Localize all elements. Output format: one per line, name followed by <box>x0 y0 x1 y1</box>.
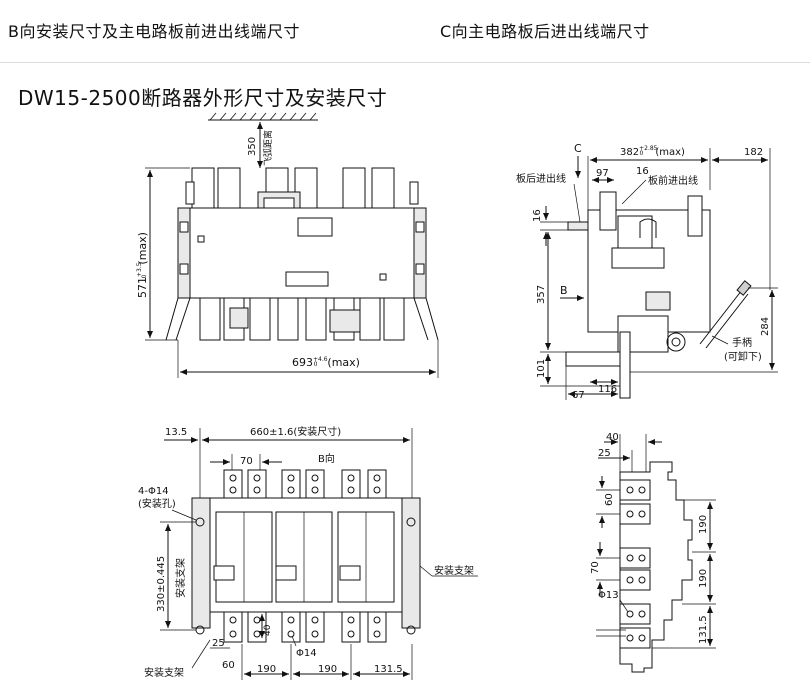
front-connection-label: 板前进出线 <box>648 174 698 187</box>
rear-connection-label: 板后进出线 <box>516 172 566 185</box>
cview-d40: 40 <box>606 432 619 443</box>
cview-d190a: 190 <box>698 515 709 534</box>
header-right-title: C向主电路板后进出线端尺寸 <box>440 22 650 41</box>
arc-distance-value: 350 <box>247 137 258 156</box>
cview-d60: 60 <box>604 493 615 506</box>
bview-d190b: 190 <box>318 664 337 675</box>
handle-note: (可卸下) <box>724 350 762 363</box>
bview-d40: 40 <box>263 624 273 636</box>
arc-distance-label: 飞弧距离 <box>262 130 274 166</box>
bottom-terminals <box>223 611 387 643</box>
bview-d190a: 190 <box>257 664 276 675</box>
b-direction-title: B向 <box>318 452 335 465</box>
side-d16-left: 16 <box>532 209 543 222</box>
header-bar: B向安装尺寸及主电路板前进出线端尺寸 C向主电路板后进出线端尺寸 <box>0 0 810 63</box>
c-direction-label: C <box>574 142 582 155</box>
side-d67: 67 <box>572 390 585 401</box>
front-view: 350 飞弧距离 <box>136 112 439 378</box>
side-d284: 284 <box>760 317 771 336</box>
bview-d70: 70 <box>240 456 253 467</box>
cview-d70: 70 <box>590 561 601 574</box>
bview-vert-note: 安装支架 <box>174 558 187 598</box>
bview-d25: 25 <box>212 638 225 649</box>
side-d357: 357 <box>536 285 547 304</box>
cview-d131-5: 131.5 <box>698 615 709 644</box>
handle-label: 手柄 <box>732 336 752 349</box>
side-d116: 116 <box>598 384 617 395</box>
bview-mount-width: 660±1.6(安装尺寸) <box>250 425 341 438</box>
b-direction-label: B <box>560 284 568 297</box>
page-title: DW15-2500断路器外形尺寸及安装尺寸 <box>18 86 388 110</box>
bview-d60: 60 <box>222 660 235 671</box>
header-left-title: B向安装尺寸及主电路板前进出线端尺寸 <box>8 22 300 41</box>
mount-holes-note: (安装孔) <box>138 497 176 510</box>
bview-vert-dim: 330±0.445 <box>156 556 167 612</box>
mount-holes-label: 4-Φ14 <box>138 486 169 497</box>
side-d97: 97 <box>596 168 609 179</box>
bview-phi14: Φ14 <box>296 648 317 659</box>
c-view: 40 25 60 70 Φ13 <box>590 432 716 673</box>
side-right-dim: 182 <box>744 147 763 158</box>
side-d101: 101 <box>536 359 547 378</box>
bview-d13-5: 13.5 <box>165 427 187 438</box>
front-height-value: 571+3.50(max) <box>136 232 149 298</box>
bottom-bracket-label: 安装支架 <box>144 666 184 679</box>
cview-d190b: 190 <box>698 569 709 588</box>
side-d16-top: 16 <box>636 166 649 177</box>
b-view: 13.5 660±1.6(安装尺寸) 70 B向 <box>138 425 478 680</box>
right-bracket-label: 安装支架 <box>434 564 474 577</box>
top-terminals <box>223 469 387 499</box>
cview-d25: 25 <box>598 448 611 459</box>
cview-phi13: Φ13 <box>598 590 619 601</box>
bview-d131-5: 131.5 <box>374 664 403 675</box>
